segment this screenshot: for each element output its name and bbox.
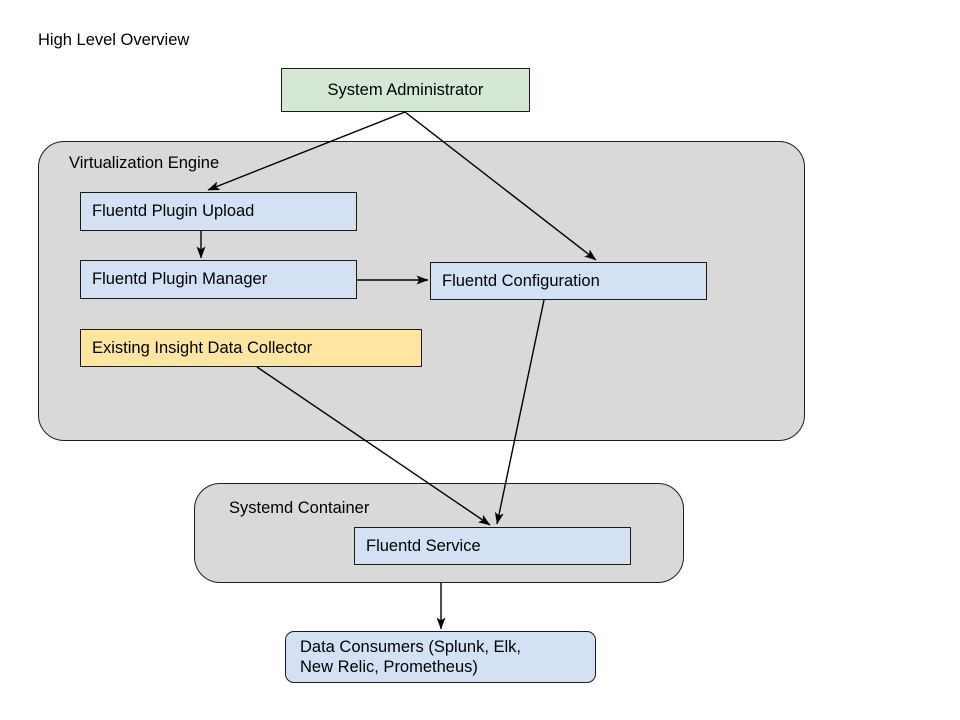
group-title-systemd-container: Systemd Container xyxy=(229,499,370,517)
page-title: High Level Overview xyxy=(38,31,190,49)
group-title-virtualization-engine: Virtualization Engine xyxy=(69,154,220,172)
node-fluentd-service[interactable]: Fluentd Service xyxy=(354,527,631,565)
node-label-fluentd-plugin-manager: Fluentd Plugin Manager xyxy=(92,270,268,289)
node-label-fluentd-service: Fluentd Service xyxy=(366,536,481,555)
node-fluentd-plugin-upload[interactable]: Fluentd Plugin Upload xyxy=(80,192,357,231)
node-fluentd-plugin-manager[interactable]: Fluentd Plugin Manager xyxy=(80,260,357,299)
node-fluentd-configuration[interactable]: Fluentd Configuration xyxy=(430,262,707,300)
node-data-consumers[interactable]: Data Consumers (Splunk, Elk, New Relic, … xyxy=(285,631,596,683)
node-existing-insight-data-collector[interactable]: Existing Insight Data Collector xyxy=(80,329,422,367)
node-system-administrator[interactable]: System Administrator xyxy=(281,68,530,112)
node-label-existing-insight-data-collector: Existing Insight Data Collector xyxy=(92,338,313,357)
node-label-data-consumers: Data Consumers (Splunk, Elk, New Relic, … xyxy=(300,637,522,676)
node-label-fluentd-plugin-upload: Fluentd Plugin Upload xyxy=(92,202,255,221)
node-label-fluentd-configuration: Fluentd Configuration xyxy=(442,271,600,290)
node-label-system-administrator: System Administrator xyxy=(327,80,484,99)
